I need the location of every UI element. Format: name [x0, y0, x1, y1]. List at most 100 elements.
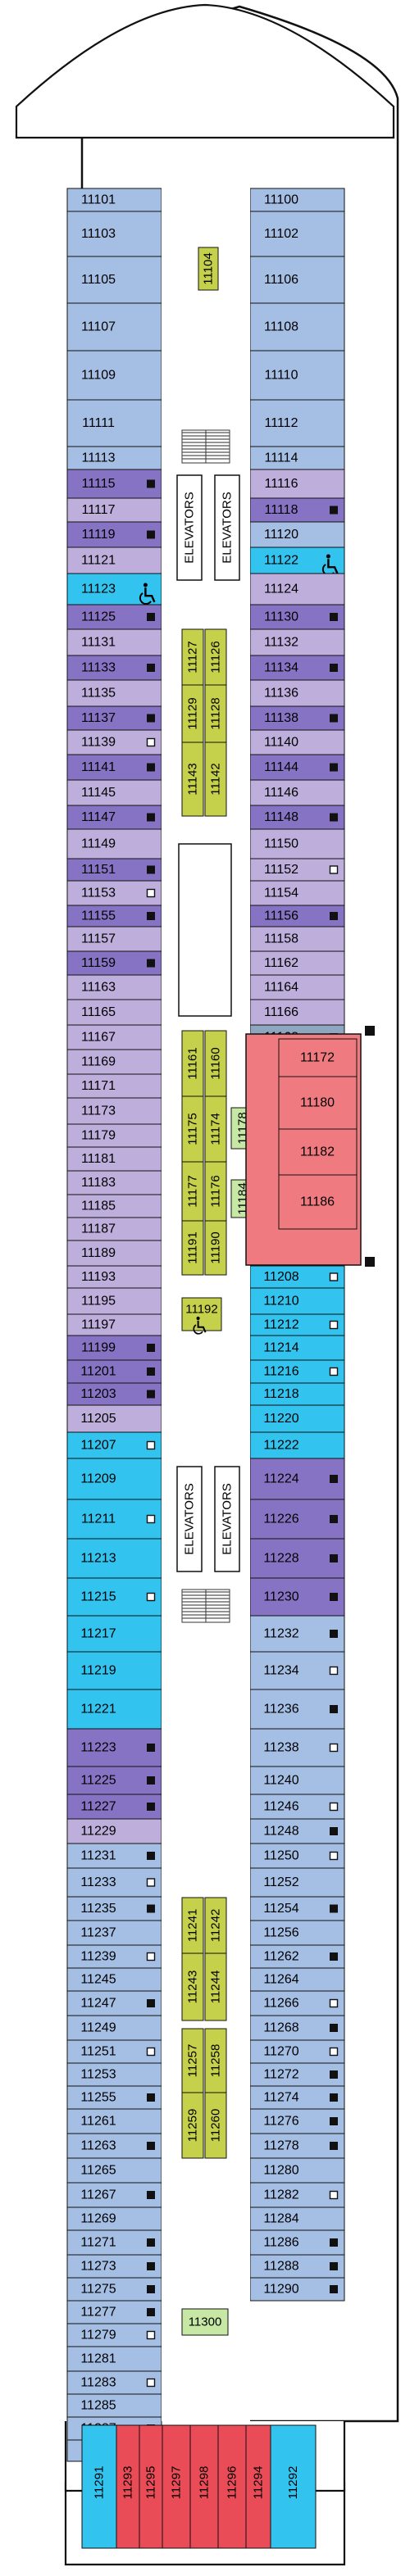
cabin-11208[interactable] — [249, 1265, 345, 1289]
cabin-11243[interactable] — [181, 1952, 204, 2021]
cabin-11174[interactable] — [204, 1095, 227, 1163]
cabin-11190[interactable] — [204, 1220, 227, 1276]
cabin-11121[interactable] — [66, 546, 162, 574]
cabin-11138[interactable] — [249, 705, 345, 731]
cabin-11151[interactable] — [66, 858, 162, 882]
cabin-11254[interactable] — [249, 1896, 345, 1921]
cabin-11173[interactable] — [66, 1097, 162, 1125]
cabin-11300[interactable] — [181, 2308, 229, 2336]
cabin-11116[interactable] — [249, 469, 345, 499]
cabin-11262[interactable] — [249, 1944, 345, 1969]
cabin-11272[interactable] — [249, 2062, 345, 2087]
cabin-11192[interactable] — [181, 1297, 222, 1331]
cabin-11148[interactable] — [249, 805, 345, 830]
cabin-11104[interactable] — [198, 247, 219, 291]
cabin-11157[interactable] — [66, 926, 162, 952]
cabin-11106[interactable] — [249, 256, 345, 304]
cabin-11245[interactable] — [66, 1967, 162, 1992]
cabin-11175[interactable] — [181, 1095, 204, 1163]
cabin-11162[interactable] — [249, 950, 345, 976]
cabin-11274[interactable] — [249, 2085, 345, 2110]
cabin-11244[interactable] — [204, 1952, 227, 2021]
cabin-11250[interactable] — [249, 1843, 345, 1869]
cabin-11259[interactable] — [181, 2092, 204, 2159]
cabin-11127[interactable] — [181, 628, 204, 686]
cabin-11167[interactable] — [66, 1024, 162, 1050]
cabin-11111[interactable] — [66, 399, 162, 447]
cabin-11105[interactable] — [66, 256, 162, 304]
cabin-11128[interactable] — [204, 684, 227, 743]
cabin-11124[interactable] — [249, 573, 345, 605]
cabin-11218[interactable] — [249, 1382, 345, 1406]
cabin-11140[interactable] — [249, 729, 345, 755]
cabin-11159[interactable] — [66, 950, 162, 976]
cabin-11264[interactable] — [249, 1967, 345, 1992]
cabin-11293[interactable] — [116, 2424, 140, 2549]
cabin-11119[interactable] — [66, 521, 162, 548]
cabin-11247[interactable] — [66, 1990, 162, 2016]
cabin-11292[interactable] — [270, 2424, 317, 2549]
cabin-11242[interactable] — [204, 1897, 227, 1954]
cabin-11182[interactable] — [278, 1128, 358, 1176]
cabin-11297[interactable] — [162, 2424, 191, 2549]
cabin-11284[interactable] — [249, 2206, 345, 2231]
cabin-11176[interactable] — [204, 1161, 227, 1222]
cabin-11136[interactable] — [249, 679, 345, 707]
cabin-11249[interactable] — [66, 2015, 162, 2041]
cabin-11296[interactable] — [217, 2424, 247, 2549]
cabin-11203[interactable] — [66, 1382, 162, 1406]
cabin-11186[interactable] — [278, 1174, 358, 1230]
cabin-11226[interactable] — [249, 1499, 345, 1540]
cabin-11147[interactable] — [66, 805, 162, 830]
cabin-11275[interactable] — [66, 2277, 162, 2302]
cabin-11164[interactable] — [249, 974, 345, 1000]
cabin-11266[interactable] — [249, 1990, 345, 2016]
cabin-11294[interactable] — [245, 2424, 271, 2549]
cabin-11230[interactable] — [249, 1577, 345, 1617]
cabin-11233[interactable] — [66, 1867, 162, 1898]
cabin-11143[interactable] — [181, 742, 204, 817]
cabin-11298[interactable] — [189, 2424, 219, 2549]
cabin-11144[interactable] — [249, 754, 345, 781]
cabin-11237[interactable] — [66, 1920, 162, 1946]
cabin-11270[interactable] — [249, 2039, 345, 2064]
cabin-11291[interactable] — [81, 2424, 117, 2549]
cabin-11239[interactable] — [66, 1944, 162, 1969]
cabin-11114[interactable] — [249, 446, 345, 470]
cabin-11120[interactable] — [249, 521, 345, 548]
cabin-11160[interactable] — [204, 1030, 227, 1097]
cabin-11179[interactable] — [66, 1123, 162, 1148]
cabin-11110[interactable] — [249, 350, 345, 401]
cabin-11220[interactable] — [249, 1404, 345, 1433]
cabin-11109[interactable] — [66, 350, 162, 401]
cabin-11246[interactable] — [249, 1794, 345, 1820]
cabin-11155[interactable] — [66, 905, 162, 927]
cabin-11181[interactable] — [66, 1146, 162, 1172]
cabin-11135[interactable] — [66, 679, 162, 707]
cabin-11269[interactable] — [66, 2206, 162, 2231]
cabin-11219[interactable] — [66, 1651, 162, 1690]
cabin-11209[interactable] — [66, 1458, 162, 1500]
cabin-11113[interactable] — [66, 446, 162, 470]
cabin-11253[interactable] — [66, 2062, 162, 2087]
cabin-11177[interactable] — [181, 1161, 204, 1222]
cabin-11169[interactable] — [66, 1049, 162, 1075]
cabin-11276[interactable] — [249, 2108, 345, 2134]
cabin-11156[interactable] — [249, 905, 345, 927]
cabin-11158[interactable] — [249, 926, 345, 952]
cabin-11214[interactable] — [249, 1335, 345, 1361]
cabin-11129[interactable] — [181, 684, 204, 743]
cabin-11191[interactable] — [181, 1220, 204, 1276]
cabin-11257[interactable] — [181, 2028, 204, 2093]
cabin-11166[interactable] — [249, 999, 345, 1026]
cabin-11261[interactable] — [66, 2108, 162, 2134]
cabin-11165[interactable] — [66, 999, 162, 1026]
cabin-11134[interactable] — [249, 655, 345, 681]
cabin-11107[interactable] — [66, 302, 162, 351]
cabin-11265[interactable] — [66, 2157, 162, 2184]
cabin-11225[interactable] — [66, 1766, 162, 1795]
cabin-11286[interactable] — [249, 2229, 345, 2256]
cabin-11217[interactable] — [66, 1615, 162, 1653]
cabin-11236[interactable] — [249, 1689, 345, 1730]
cabin-11117[interactable] — [66, 497, 162, 523]
